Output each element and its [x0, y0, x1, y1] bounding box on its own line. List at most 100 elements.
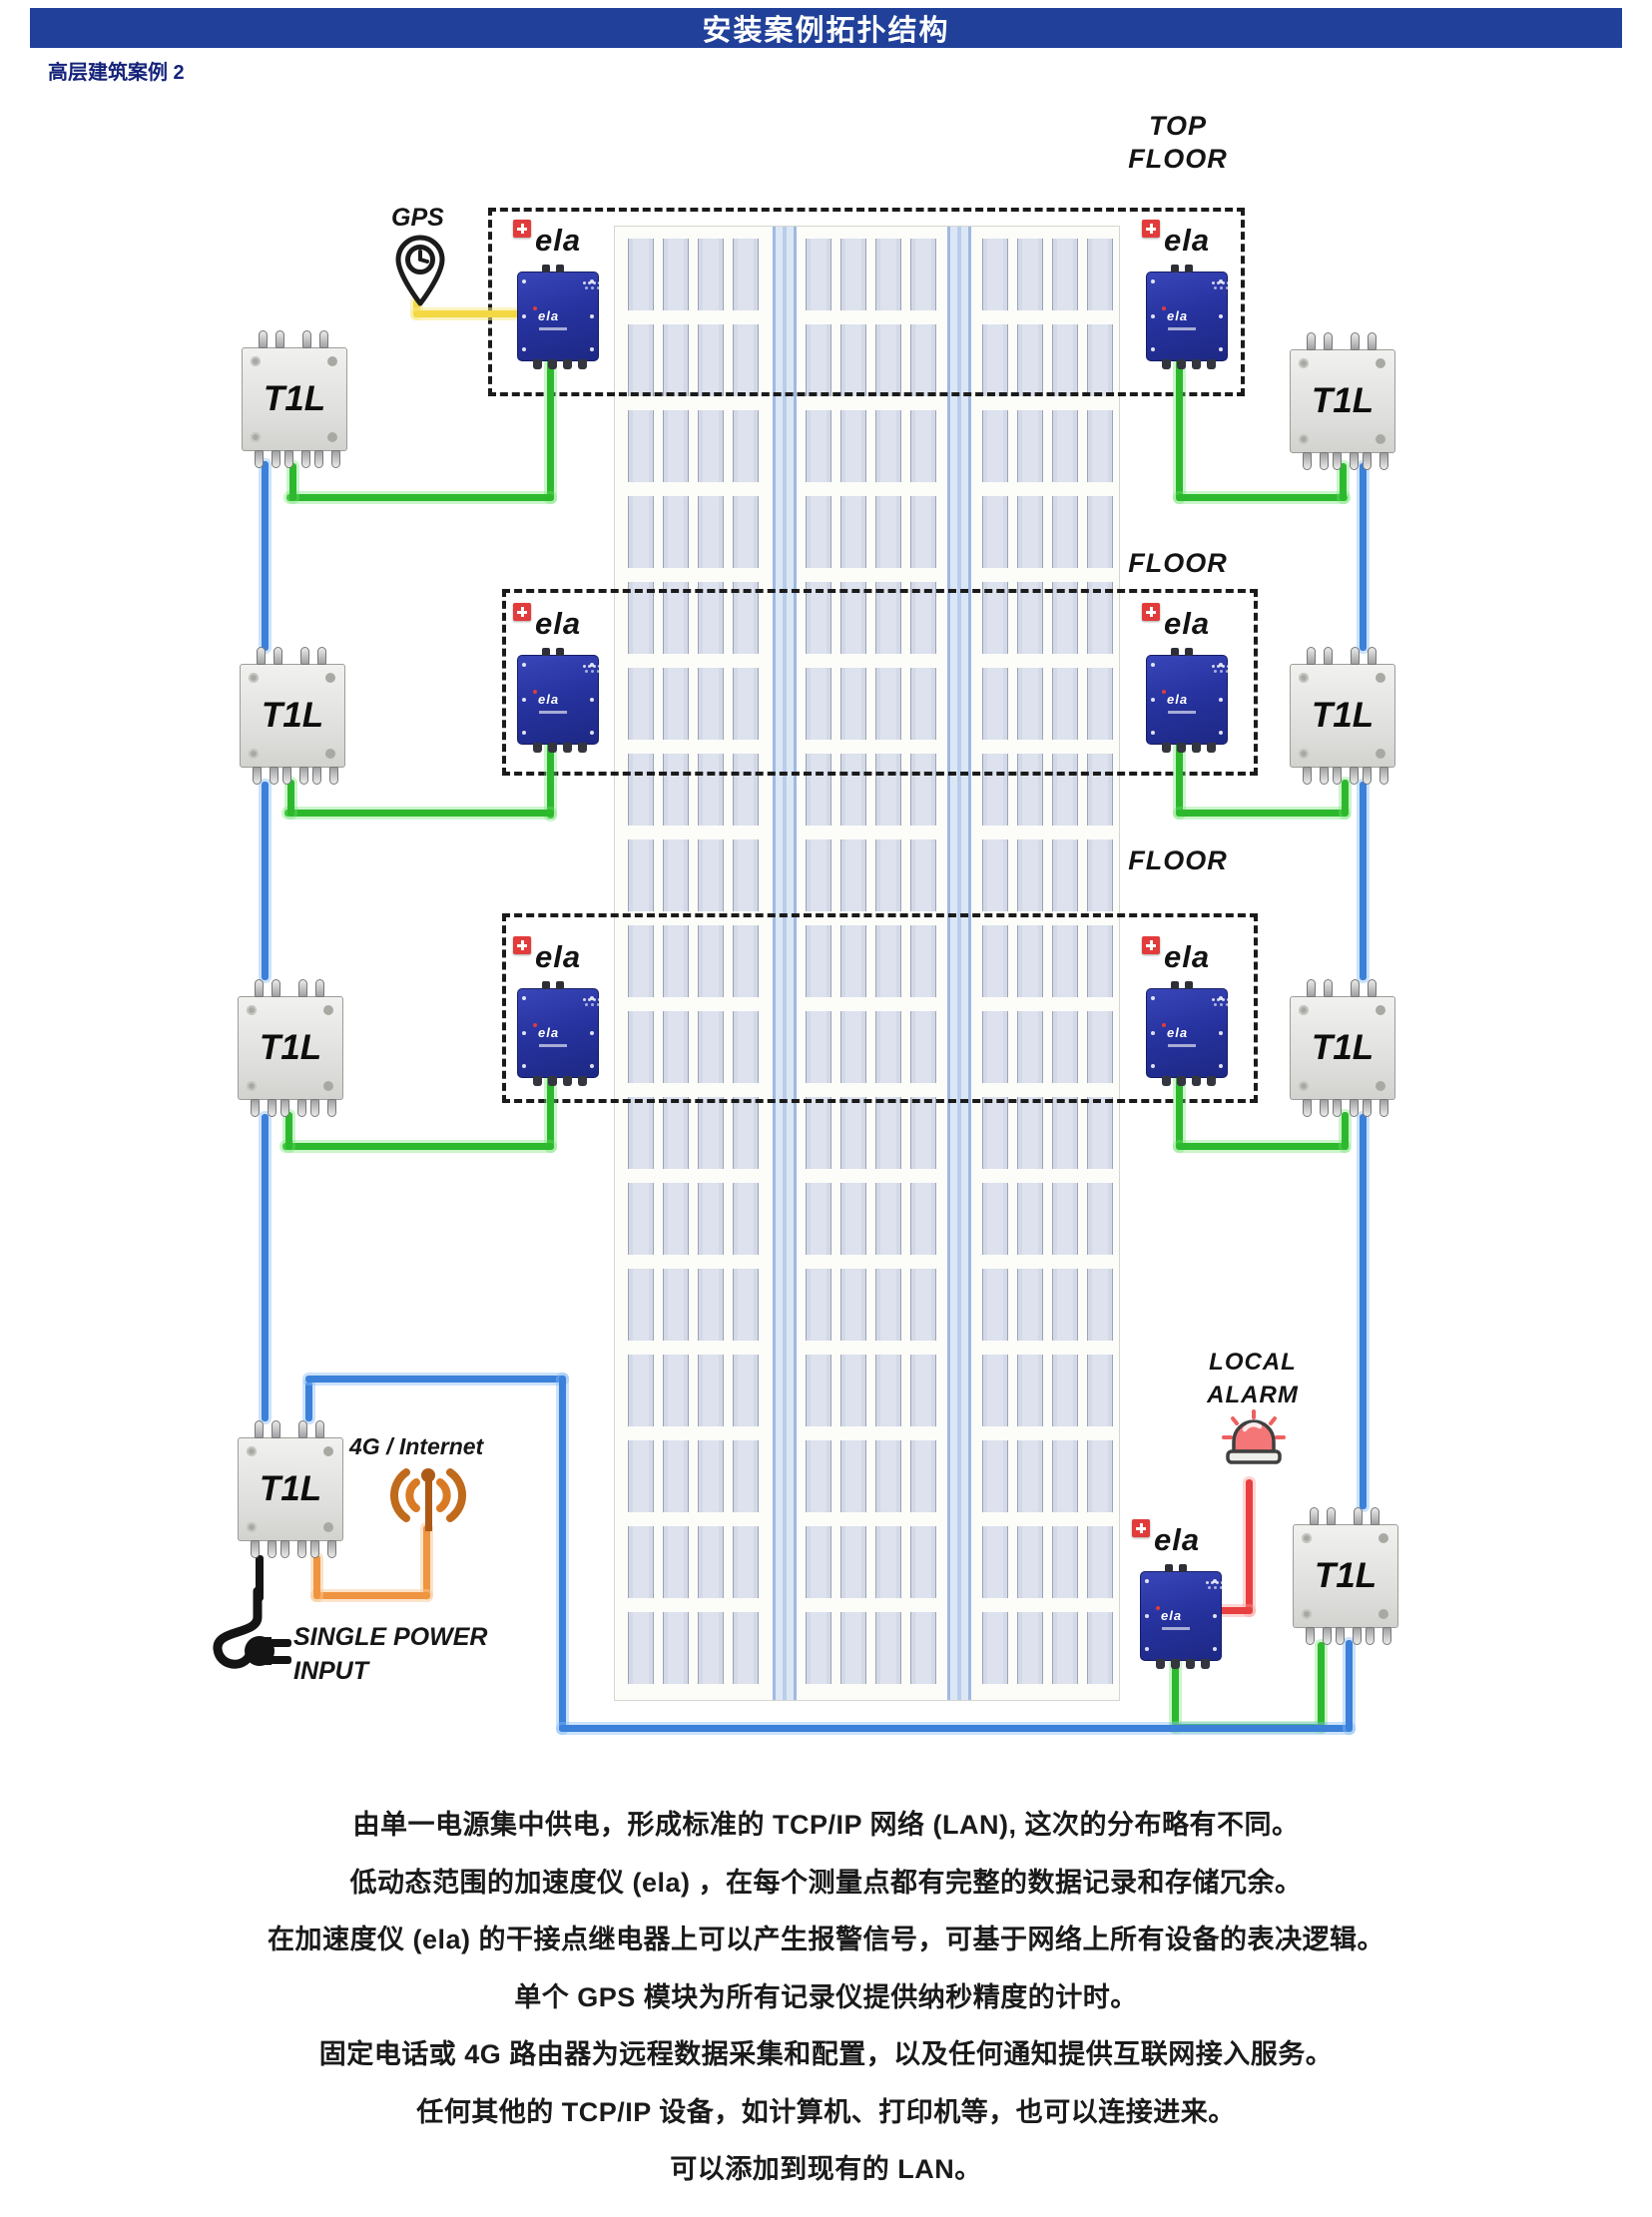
- cable-blue-lan-4: [559, 1725, 1353, 1732]
- swiss-flag-icon: [1142, 936, 1160, 954]
- cable-orange-1: [423, 1525, 430, 1597]
- power-input-label-line1: SINGLE POWER: [293, 1623, 488, 1651]
- cable-gland: [1363, 1099, 1388, 1117]
- ela-logo: ela: [1142, 220, 1210, 256]
- cable-green-r2-c: [1342, 780, 1349, 817]
- cable-gland: [1303, 452, 1329, 470]
- swiss-flag-icon: [1142, 220, 1160, 238]
- top-floor-label: TOP FLOOR: [1128, 111, 1228, 174]
- power-plug-icon: [213, 1586, 291, 1669]
- cable-gland: [1351, 647, 1377, 665]
- cable-blue-right-2: [1360, 782, 1367, 980]
- cable-gland: [1307, 979, 1333, 997]
- cable-green-r1-a: [1176, 357, 1183, 501]
- ela-sensor-mid-left: ela: [517, 648, 599, 753]
- cable-green-l3-c: [285, 1112, 292, 1150]
- cable-gland: [251, 1540, 276, 1558]
- cable-green-r3-b: [1176, 1143, 1348, 1150]
- cable-green-r1-c: [1340, 463, 1347, 501]
- ela-device-label: ela: [1155, 1606, 1191, 1630]
- cable-green-r5-a: [1172, 1657, 1179, 1731]
- ela-logo: ela: [513, 936, 581, 972]
- t1l-box-right-3: T1L: [1290, 979, 1395, 1100]
- cable-green-l2-b: [284, 810, 554, 817]
- cable-blue-left-1: [262, 461, 269, 651]
- cable-red-2: [1212, 1607, 1253, 1614]
- cable-blue-lan-2: [305, 1376, 566, 1383]
- t1l-box-left-1: T1L: [242, 330, 347, 451]
- cable-gland: [298, 979, 324, 997]
- cable-red-1: [1246, 1479, 1253, 1614]
- cable-gland: [1333, 767, 1359, 785]
- cable-gland: [259, 330, 284, 348]
- cable-gland: [253, 767, 278, 785]
- gps-label: GPS: [391, 204, 444, 232]
- local-alarm-label: LOCAL ALARM: [1207, 1349, 1299, 1408]
- cable-gland: [314, 450, 340, 468]
- ela-sensor-bottom-right: ela: [1140, 1564, 1222, 1669]
- cable-green-l1-a: [547, 359, 554, 501]
- building-window-column-right: [982, 239, 1114, 1686]
- cable-gland: [298, 1420, 324, 1438]
- building-shaft-right: [944, 227, 974, 1700]
- middle-floor-label: FLOOR: [1128, 548, 1228, 578]
- cable-gland: [1336, 1627, 1362, 1645]
- cable-gland: [280, 1540, 306, 1558]
- cable-blue-lan-5: [1346, 1640, 1353, 1732]
- cable-gland: [257, 647, 282, 665]
- ela-device-label: ela: [532, 306, 568, 330]
- cable-blue-left-3: [262, 1114, 269, 1421]
- swiss-flag-icon: [1132, 1519, 1150, 1537]
- ela-device-label: ela: [1161, 1023, 1197, 1047]
- cable-gland: [1354, 1507, 1379, 1525]
- cable-gland: [312, 767, 338, 785]
- ela-sensor-low-right: ela: [1146, 981, 1228, 1086]
- description-line: 由单一电源集中供电，形成标准的 TCP/IP 网络 (LAN), 这次的分布略有…: [352, 1810, 1300, 1840]
- cable-gland: [1363, 452, 1388, 470]
- cable-gland: [1306, 1627, 1332, 1645]
- description-line: 单个 GPS 模块为所有记录仪提供纳秒精度的计时。: [514, 1981, 1138, 2012]
- description-line: 低动态范围的加速度仪 (ela) ，在每个测量点都有完整的数据记录和存储冗余。: [349, 1867, 1303, 1898]
- middle-floor-dashed-box: [502, 589, 1258, 776]
- ela-device-label: ela: [532, 690, 568, 714]
- cable-gland: [1310, 1507, 1336, 1525]
- cable-green-l3-b: [282, 1143, 554, 1150]
- t1l-box-bottom-right: T1L: [1293, 1507, 1398, 1628]
- title-bar: 安装案例拓扑结构: [30, 8, 1622, 48]
- cable-gland: [310, 1099, 336, 1117]
- description-line: 可以添加到现有的 LAN。: [670, 2154, 982, 2184]
- internet-label: 4G / Internet: [349, 1433, 484, 1459]
- description-line: 在加速度仪 (ela) 的干接点继电器上可以产生报警信号，可基于网络上所有设备的…: [267, 1925, 1385, 1954]
- cable-green-r3-c: [1342, 1112, 1349, 1150]
- cable-orange-2: [313, 1592, 430, 1599]
- ela-sensor-top-left: ela: [517, 265, 599, 369]
- building-facade: [614, 226, 1120, 1701]
- ela-logo: ela: [513, 220, 581, 256]
- ela-sensor-mid-right: ela: [1146, 648, 1228, 753]
- cable-gland: [1351, 979, 1377, 997]
- lower-floor-dashed-box: [502, 913, 1258, 1103]
- cable-gland: [1366, 1627, 1391, 1645]
- cable-gps-vertical: [413, 299, 420, 317]
- cable-gland: [255, 979, 280, 997]
- cable-green-l2-a: [547, 743, 554, 819]
- cable-gland: [1363, 767, 1388, 785]
- swiss-flag-icon: [513, 936, 531, 954]
- description-block: 由单一电源集中供电，形成标准的 TCP/IP 网络 (LAN), 这次的分布略有…: [0, 1797, 1652, 2199]
- t1l-box-left-2: T1L: [240, 647, 345, 768]
- cable-gland: [1307, 332, 1333, 350]
- cable-blue-lan-3: [559, 1376, 566, 1732]
- swiss-flag-icon: [513, 603, 531, 621]
- cable-gland: [302, 330, 328, 348]
- cable-gland: [1351, 332, 1377, 350]
- cable-gland: [251, 1099, 276, 1117]
- t1l-box-left-3: T1L: [238, 979, 343, 1100]
- cable-gland: [282, 767, 308, 785]
- cable-green-l1-c: [289, 463, 296, 501]
- case-label: 高层建筑案例 2: [48, 62, 185, 84]
- ela-device-label: ela: [532, 1023, 568, 1047]
- description-line: 固定电话或 4G 路由器为远程数据采集和配置，以及任何通知提供互联网接入服务。: [318, 2039, 1334, 2069]
- cable-green-l2-c: [287, 780, 294, 817]
- top-floor-dashed-box: [488, 208, 1245, 396]
